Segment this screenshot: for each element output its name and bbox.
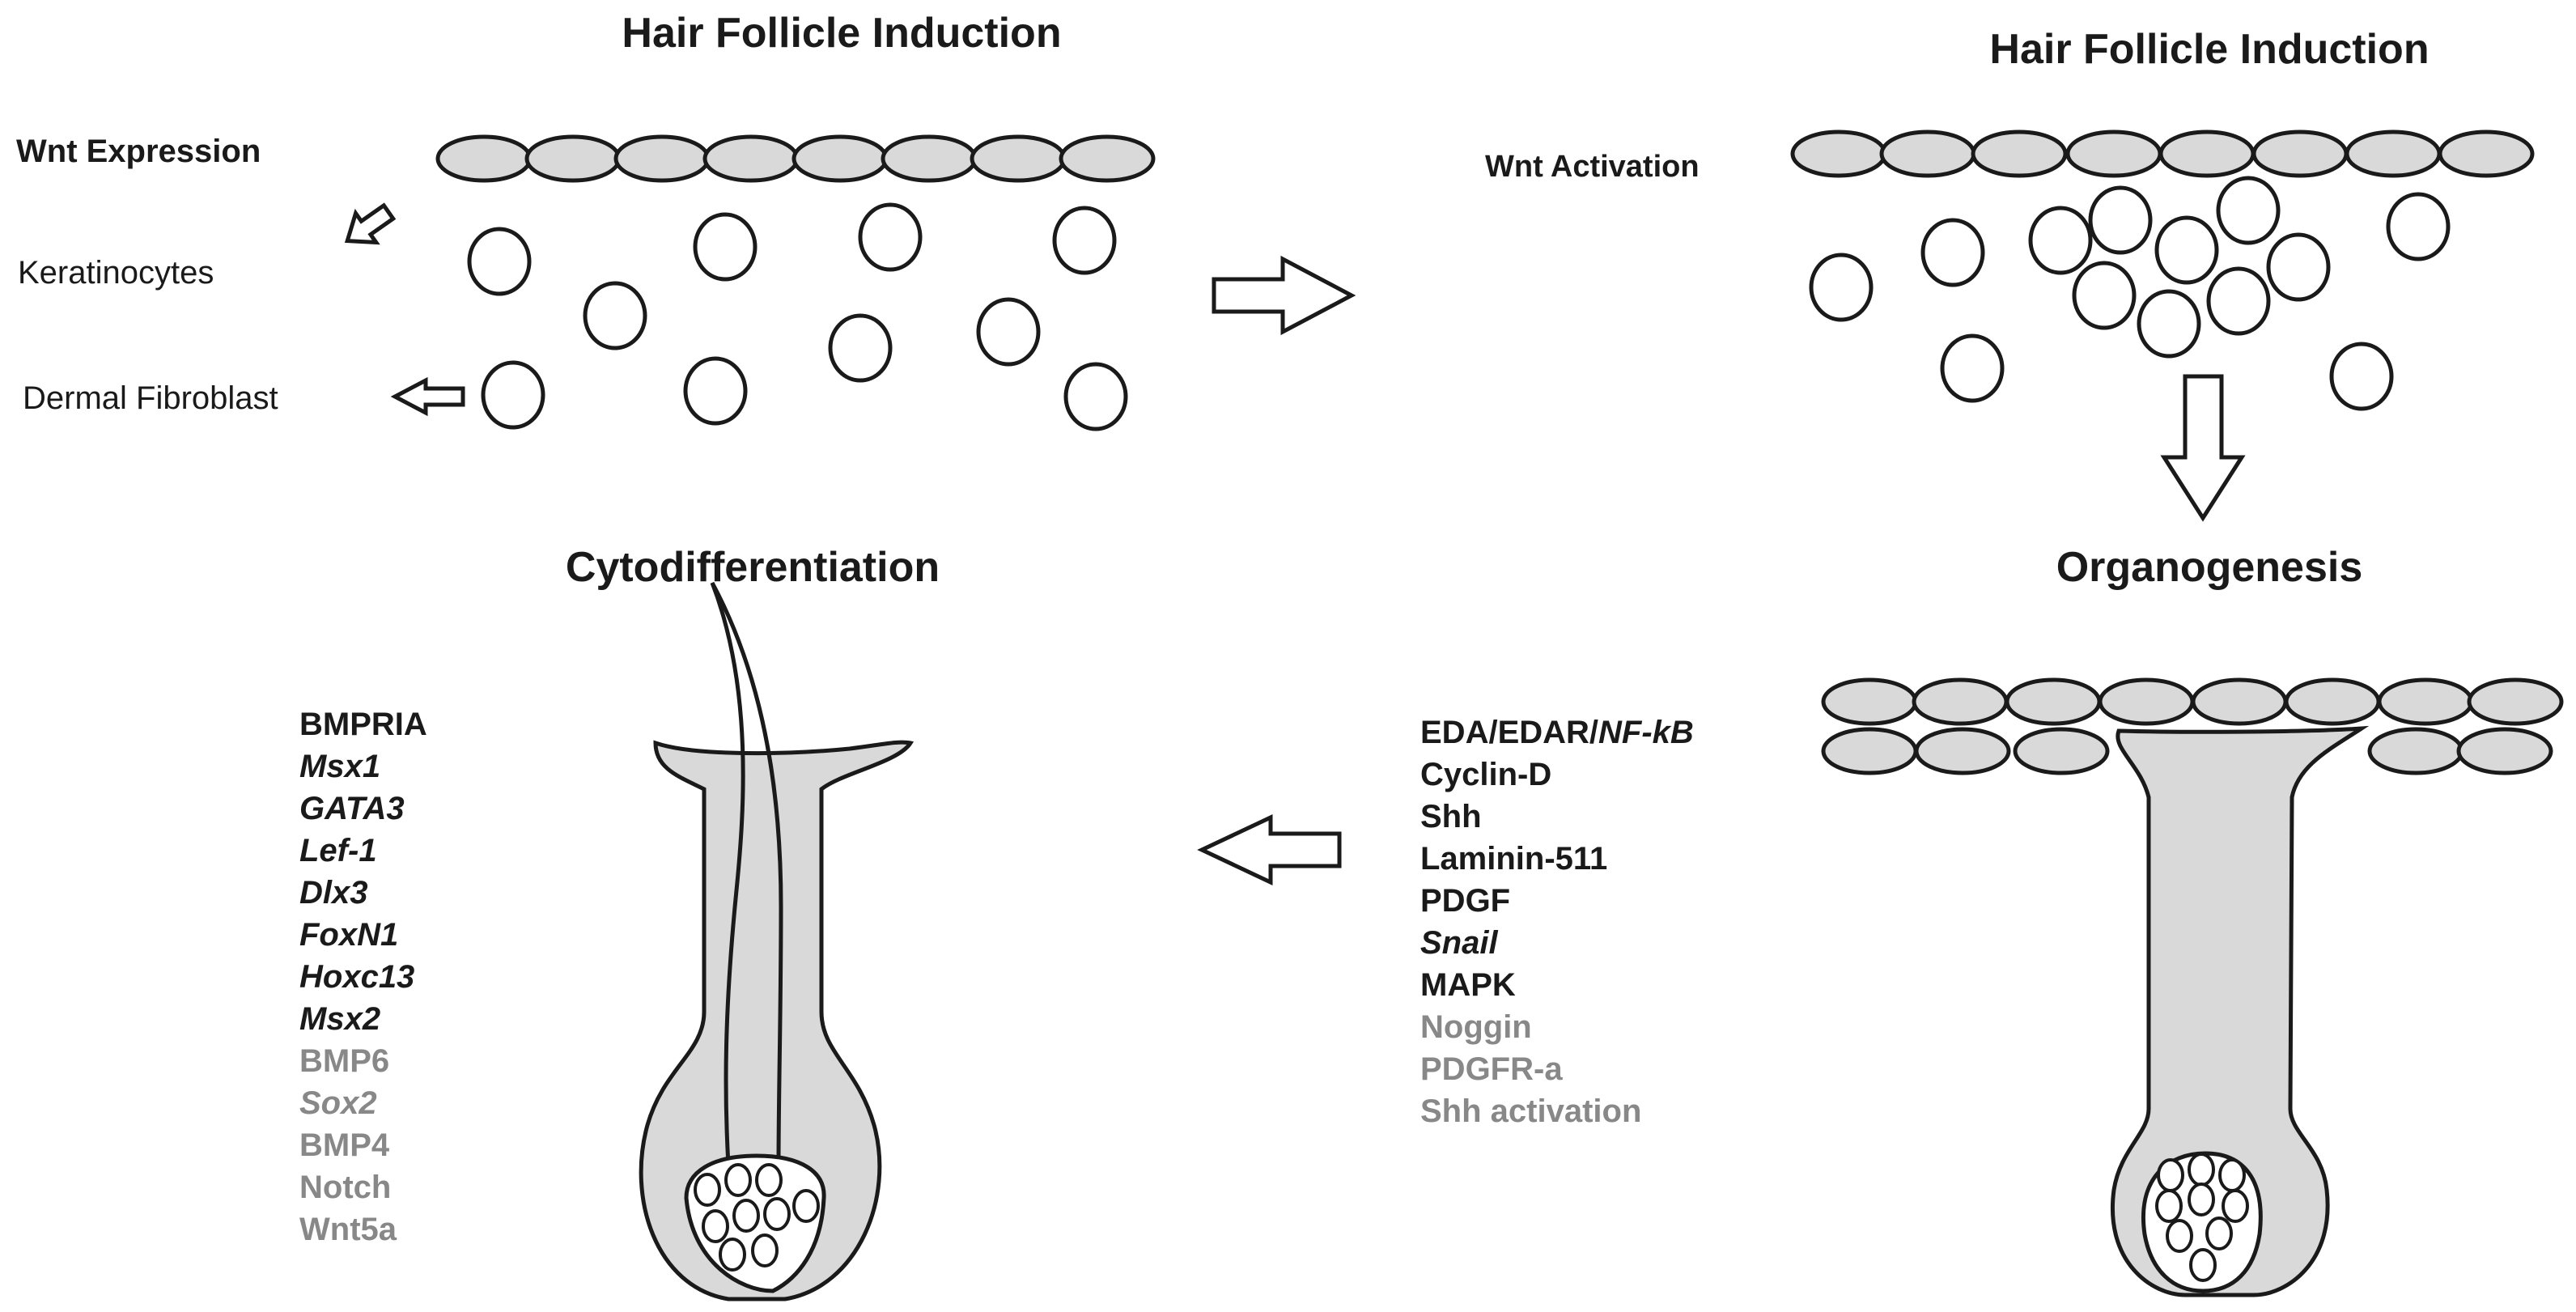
gene-label: BMPRIA [299,707,427,742]
label-wnt-expression: Wnt Expression [16,134,261,169]
title-induction-right: Hair Follicle Induction [1989,26,2429,73]
dermal-condensate [1809,176,2451,411]
title-cytodifferentiation: Cytodifferentiation [566,544,940,591]
gene-label: BMP4 [299,1127,390,1163]
gene-label: FoxN1 [299,917,398,953]
label-dermal-fibroblast: Dermal Fibroblast [23,380,278,416]
title-organogenesis: Organogenesis [2056,544,2363,591]
gene-label: Msx1 [299,749,380,784]
dermal-papilla-mature [684,1153,826,1293]
gene-label: GATA3 [299,791,405,826]
dermal-papilla [2141,1151,2263,1293]
gene-label: Notch [299,1170,391,1205]
arrow-icon-keratinocytes [344,202,397,245]
gene-label: Sox2 [299,1085,377,1121]
follicle-germ [2111,725,2370,1297]
gene-label: Snail [1420,925,1498,961]
arrow-right-icon [1212,255,1356,336]
label-wnt-activation: Wnt Activation [1485,150,1700,184]
panel-induction-left: Wnt Expression Keratinocytes Dermal Fibr… [16,134,1156,431]
epithelial-layers [1821,677,2564,775]
gene-label: Noggin [1420,1009,1532,1045]
gene-label: Shh [1420,799,1482,834]
arrow-left-icon [1197,814,1342,885]
arrow-icon-fibroblast [390,376,465,417]
dermal-cells [467,202,1128,431]
panel-cytodifferentiation: BMPRIA Msx1GATA3Lef-1Dlx3FoxN1Hoxc13Msx2B… [299,581,915,1301]
mature-follicle [639,581,915,1301]
arrow-down-icon [2160,374,2246,522]
panel-induction-right: Wnt Activation [1485,130,2535,411]
gene-label: Lef-1 [299,833,377,868]
organogenesis-gene-list: EDA/EDAR/NF-kB Cyclin-D ShhLaminin-511PDG… [1420,715,1694,1129]
label-keratinocytes: Keratinocytes [18,255,214,291]
gene-label: BMP6 [299,1043,389,1079]
epithelial-layer-2 [1790,130,2535,178]
gene-label: EDA/EDAR/NF-kB [1420,715,1694,750]
epithelial-layer [435,134,1156,183]
gene-label: Laminin-511 [1420,841,1607,877]
hair-shaft-left [710,582,745,1166]
gene-label: PDGF [1420,883,1510,919]
gene-label: Msx2 [299,1001,380,1037]
gene-label: Dlx3 [299,875,368,911]
title-induction-left: Hair Follicle Induction [622,10,1061,57]
gene-label: Wnt5a [299,1212,397,1247]
gene-label: Cyclin-D [1420,757,1551,792]
hair-shaft-right [710,581,783,1166]
cytodifferentiation-gene-list: BMPRIA Msx1GATA3Lef-1Dlx3FoxN1Hoxc13Msx2B… [299,707,427,1247]
gene-label: Shh activation [1420,1093,1641,1129]
gene-label: MAPK [1420,967,1516,1003]
gene-label: PDGFR-a [1420,1051,1563,1087]
gene-label: Hoxc13 [299,959,414,995]
panel-organogenesis: EDA/EDAR/NF-kB Cyclin-D ShhLaminin-511PDG… [1420,677,2564,1297]
